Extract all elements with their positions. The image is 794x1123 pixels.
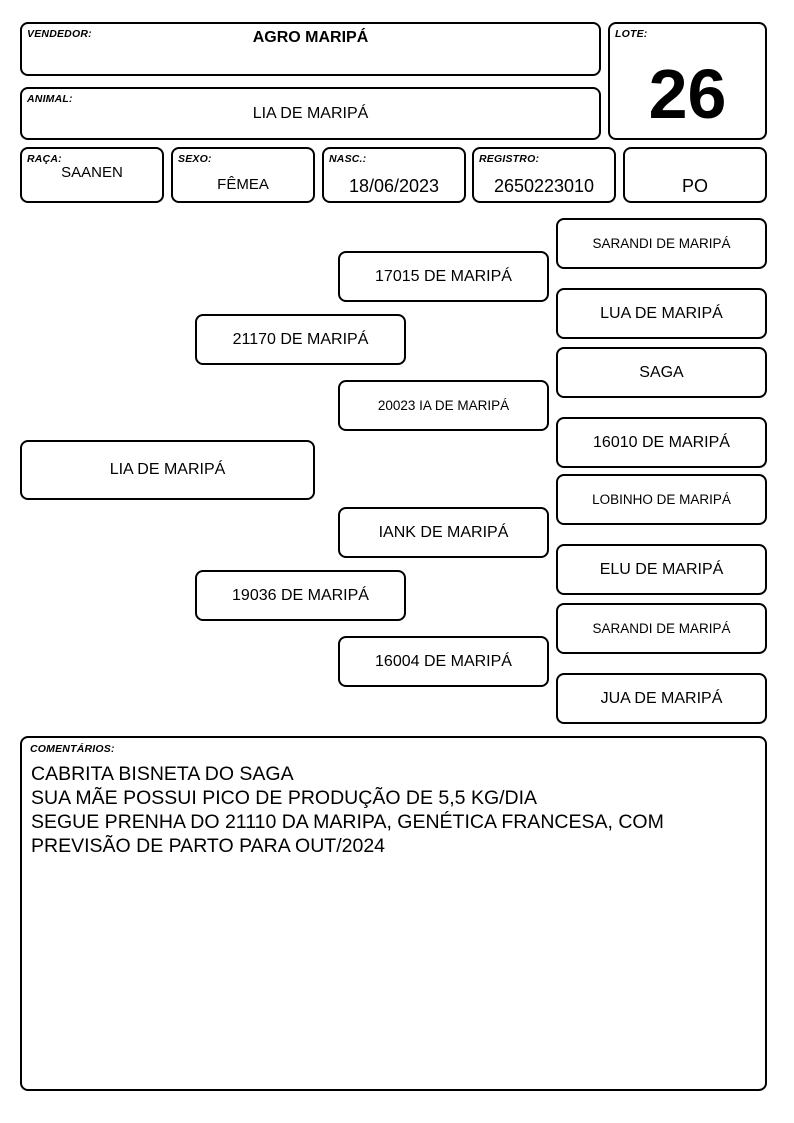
lote-label: LOTE: — [615, 28, 648, 40]
nasc-label: NASC.: — [329, 153, 367, 165]
pedigree-sire-dam: 20023 IA DE MARIPÁ — [338, 380, 549, 431]
pedigree-sire: 21170 DE MARIPÁ — [195, 314, 406, 365]
pedigree-sdd: 16010 DE MARIPÁ — [556, 417, 767, 468]
pedigree-dds: SARANDI DE MARIPÁ — [556, 603, 767, 654]
nasc-value: 18/06/2023 — [348, 176, 440, 196]
comments-box: COMENTÁRIOS: CABRITA BISNETA DO SAGA SUA… — [20, 736, 767, 1091]
pedigree-sire-sire: 17015 DE MARIPÁ — [338, 251, 549, 302]
registro-box: REGISTRO: 2650223010 — [472, 147, 616, 203]
animal-value: LIA DE MARIPÁ — [252, 105, 369, 122]
raca-value: SAANEN — [61, 164, 123, 181]
registro-value: 2650223010 — [493, 176, 595, 196]
comment-line: SUA MÃE POSSUI PICO DE PRODUÇÃO DE 5,5 K… — [31, 787, 538, 809]
pedigree-ddd: JUA DE MARIPÁ — [556, 673, 767, 724]
comment-line: CABRITA BISNETA DO SAGA — [31, 763, 294, 785]
pedigree-dsd: ELU DE MARIPÁ — [556, 544, 767, 595]
pedigree-dam: 19036 DE MARIPÁ — [195, 570, 406, 621]
pedigree-dss: LOBINHO DE MARIPÁ — [556, 474, 767, 525]
sexo-label: SEXO: — [178, 153, 212, 165]
pedigree-dam-sire: IANK DE MARIPÁ — [338, 507, 549, 558]
sexo-box: SEXO: FÊMEA — [171, 147, 315, 203]
raca-label: RAÇA: — [27, 153, 62, 165]
lote-box: LOTE: 26 — [608, 22, 767, 140]
pedigree-dam-dam: 16004 DE MARIPÁ — [338, 636, 549, 687]
animal-box: ANIMAL: LIA DE MARIPÁ — [20, 87, 601, 140]
registro-label: REGISTRO: — [479, 153, 540, 165]
pedigree-sds: SAGA — [556, 347, 767, 398]
pedigree-animal: LIA DE MARIPÁ — [20, 440, 315, 500]
raca-box: RAÇA: SAANEN — [20, 147, 164, 203]
comment-line: SEGUE PRENHA DO 21110 DA MARIPA, GENÉTIC… — [31, 811, 664, 833]
pedigree-sss: SARANDI DE MARIPÁ — [556, 218, 767, 269]
sexo-value: FÊMEA — [217, 176, 269, 193]
comment-line: PREVISÃO DE PARTO PARA OUT/2024 — [31, 835, 386, 857]
vendedor-box: VENDEDOR: AGRO MARIPÁ — [20, 22, 601, 76]
vendedor-label: VENDEDOR: — [27, 28, 92, 40]
animal-label: ANIMAL: — [27, 93, 73, 105]
nasc-box: NASC.: 18/06/2023 — [322, 147, 466, 203]
pedigree-ssd: LUA DE MARIPÁ — [556, 288, 767, 339]
vendedor-value: AGRO MARIPÁ — [252, 29, 369, 46]
comments-text: CABRITA BISNETA DO SAGA SUA MÃE POSSUI P… — [31, 762, 755, 858]
tipo-box: PO — [623, 147, 767, 203]
tipo-value: PO — [681, 176, 708, 196]
comments-label: COMENTÁRIOS: — [30, 743, 115, 755]
lote-number: 26 — [648, 55, 727, 133]
